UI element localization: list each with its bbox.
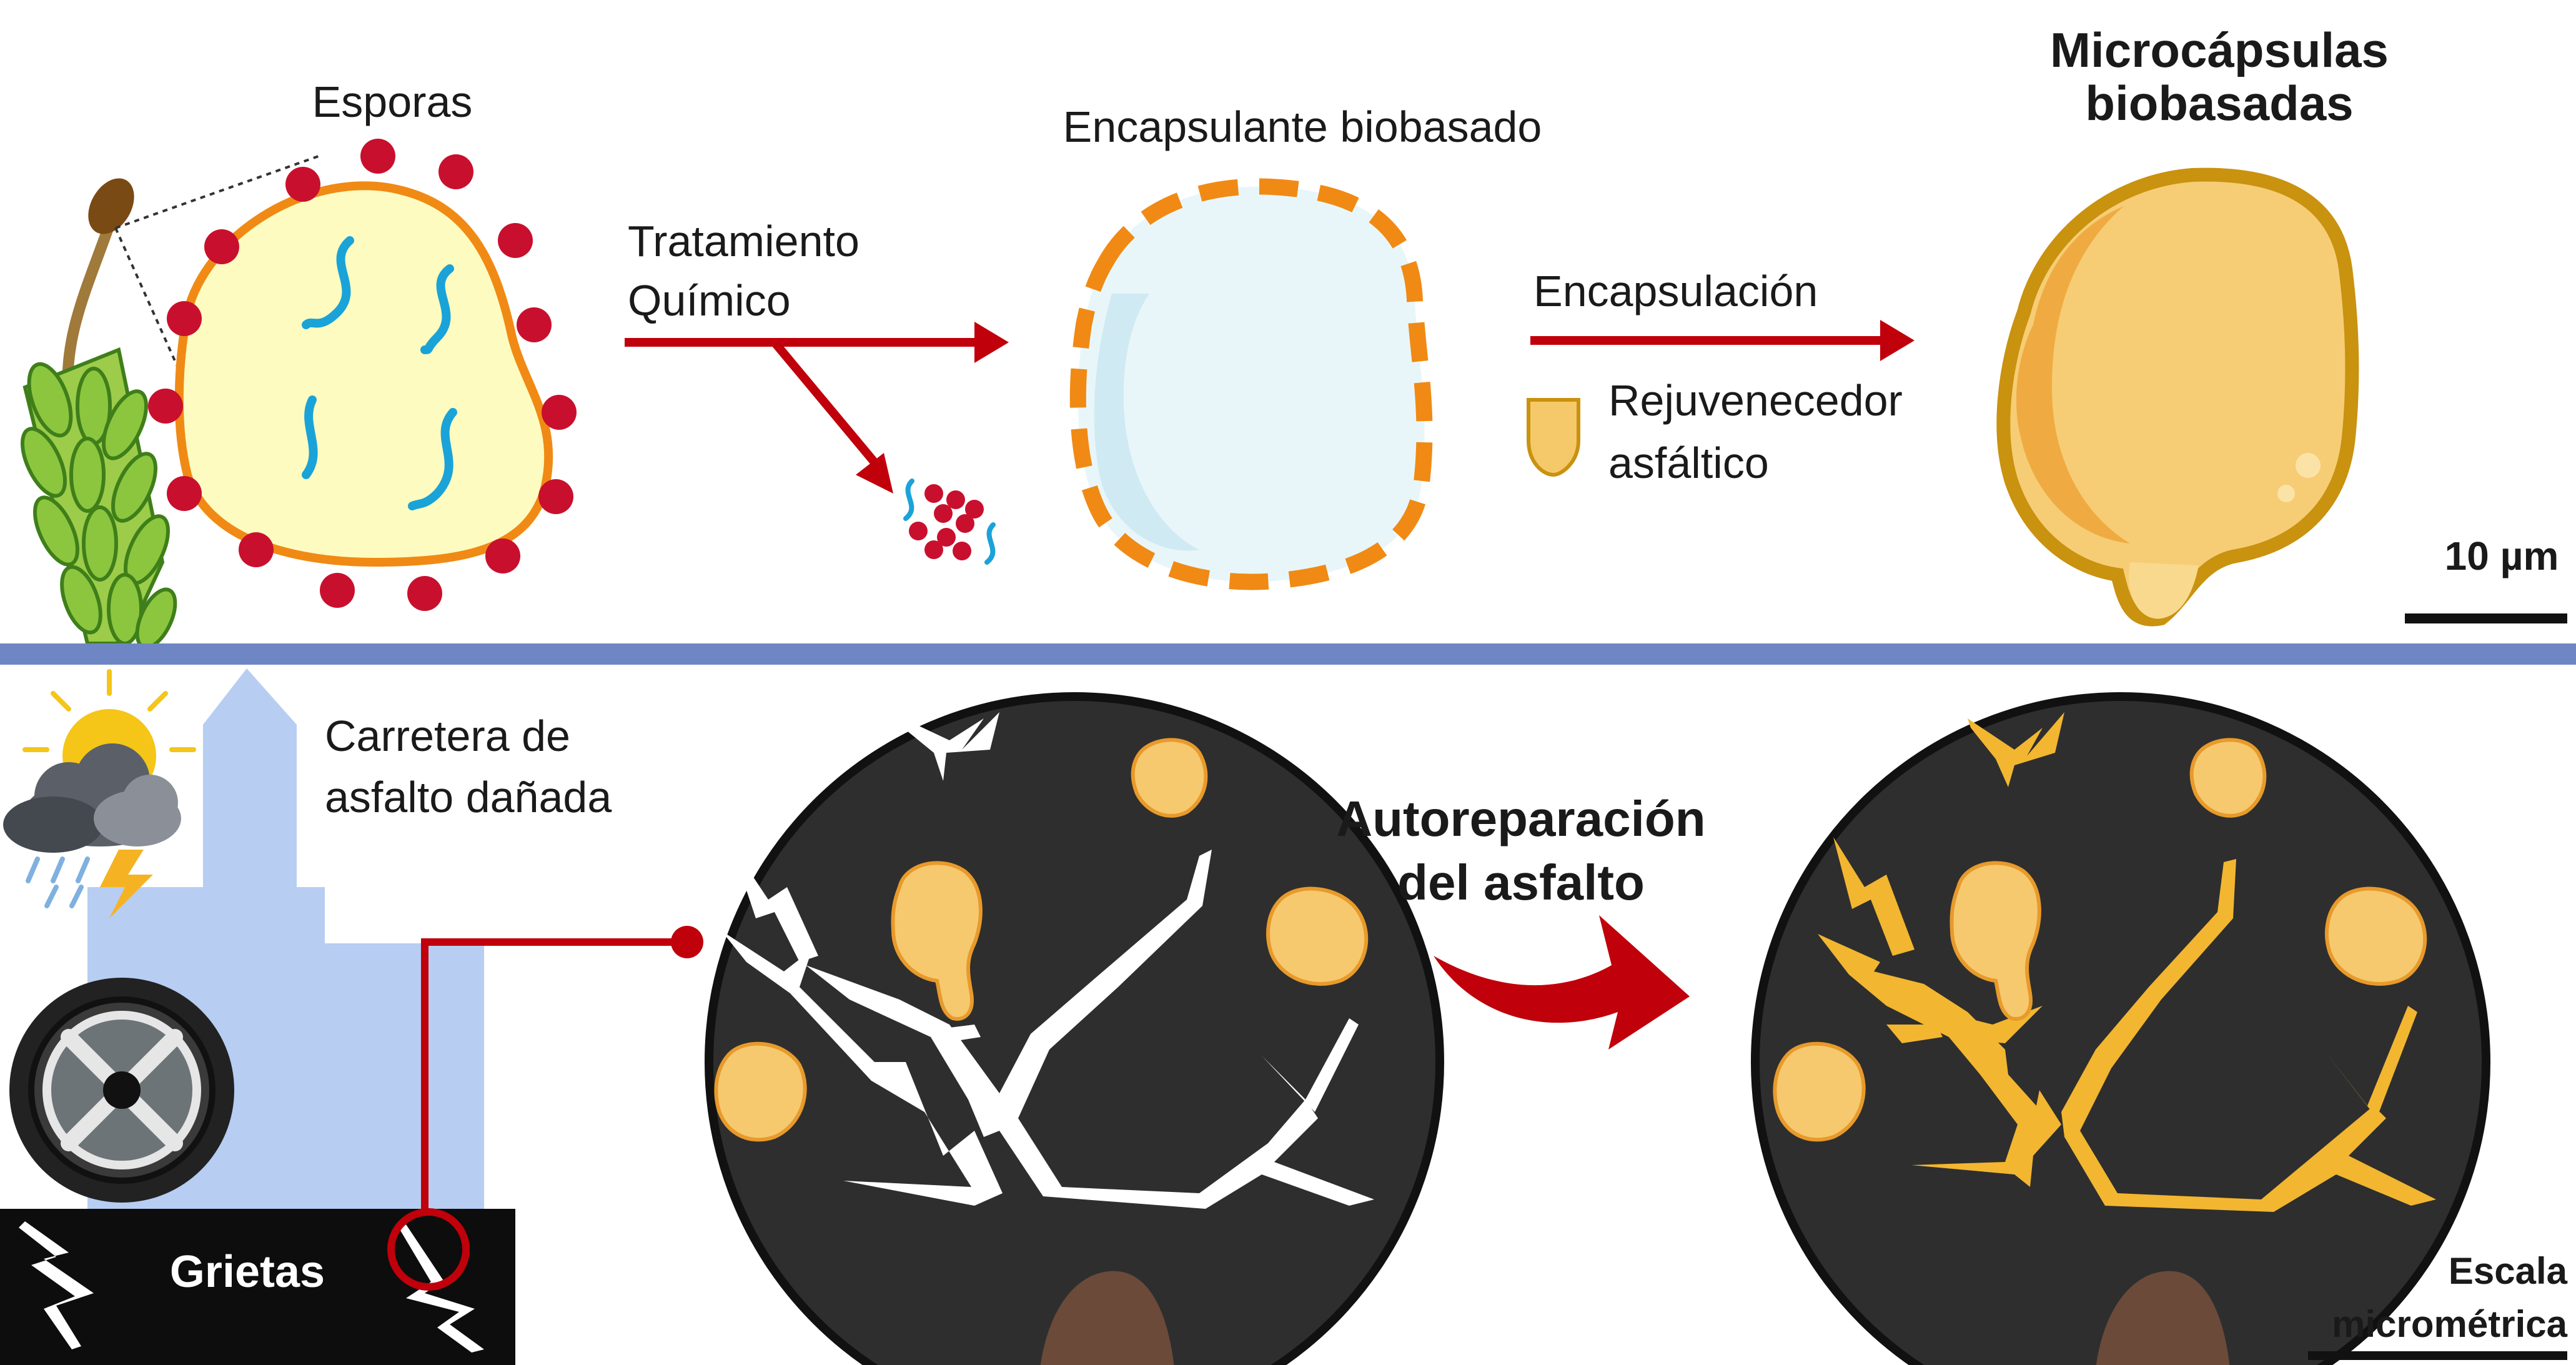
zoom-connector-line [421,938,687,1212]
empty-shell-icon [1069,178,1433,590]
rejuvenator-label-1: Rejuvenecedor [1608,376,1903,425]
scale-bottom-label-2: micrométrica [2332,1303,2567,1345]
extracted-content-icon [903,479,996,565]
spores-label: Esporas [312,77,473,126]
damaged-asphalt-micro-view [705,692,1444,1365]
moss-plant-icon [20,178,177,650]
encapsulant-label: Encapsulante biobasado [1063,102,1542,151]
self-repair-arrow [1434,915,1690,1050]
road-label-1: Carretera de [325,712,570,760]
rejuvenator-icon [1527,398,1580,477]
microcapsule-icon [1996,167,2359,627]
microcapsules-label-2: biobasadas [2085,76,2353,131]
road-label-2: asfalto dañada [325,773,612,821]
asphalt-cracks-icon [19,1221,484,1353]
rejuvenator-label-2: asfáltico [1608,439,1769,487]
cracks-label: Grietas [170,1247,325,1297]
tire-icon [9,978,234,1203]
extraction-arrowhead [856,453,893,494]
repaired-asphalt-micro-view [1751,692,2490,1365]
zoom-lines [114,155,319,375]
spore-dots [148,139,577,611]
dna-strands [302,236,457,510]
treatment-label-1: Tratamiento [628,217,859,266]
encapsulation-arrowhead [1880,320,1915,361]
panel-divider [0,643,2576,665]
self-repair-label-1: Autoreparación [1336,791,1705,846]
microcapsules-label-1: Microcápsulas [2050,22,2389,77]
self-repair-label-2: del asfalto [1397,855,1645,910]
spore-icon [148,139,577,611]
encapsulation-label: Encapsulación [1533,267,1818,315]
white-cracks [721,712,1374,1209]
scale-top-label: 10 µm [2445,534,2559,578]
weather-storm-icon [3,669,196,918]
zoom-connector-dot [671,926,703,958]
scale-bottom-label-1: Escala [2449,1250,2568,1292]
treatment-label-2: Químico [628,276,791,325]
extraction-arrow [771,339,878,465]
chemical-treatment-arrowhead [974,322,1009,363]
